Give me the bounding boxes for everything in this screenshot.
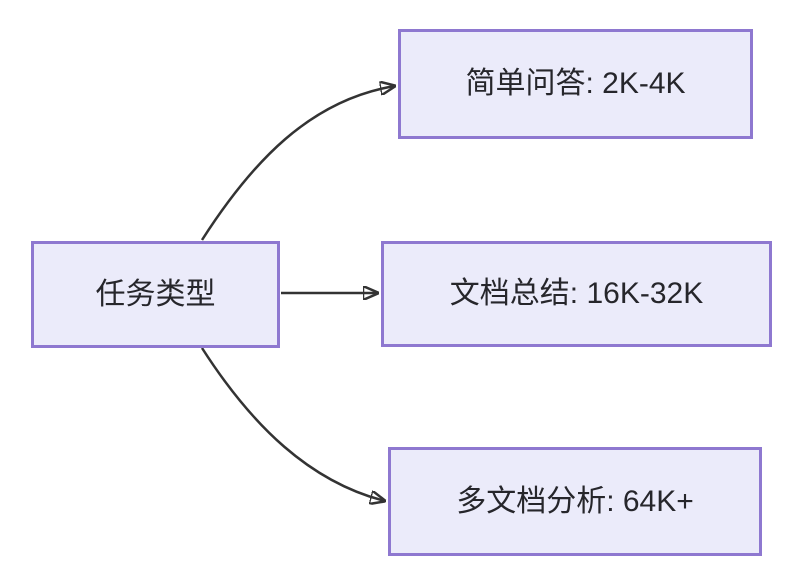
arrow-task-type-to-simple-qa — [200, 86, 395, 241]
node-multi-doc-analysis: 多文档分析: 64K+ — [388, 447, 762, 556]
node-doc-summary: 文档总结: 16K-32K — [381, 241, 772, 347]
node-simple-qa: 简单问答: 2K-4K — [398, 29, 753, 139]
node-task-type: 任务类型 — [31, 241, 280, 348]
arrow-task-type-to-multi-doc — [200, 347, 385, 501]
